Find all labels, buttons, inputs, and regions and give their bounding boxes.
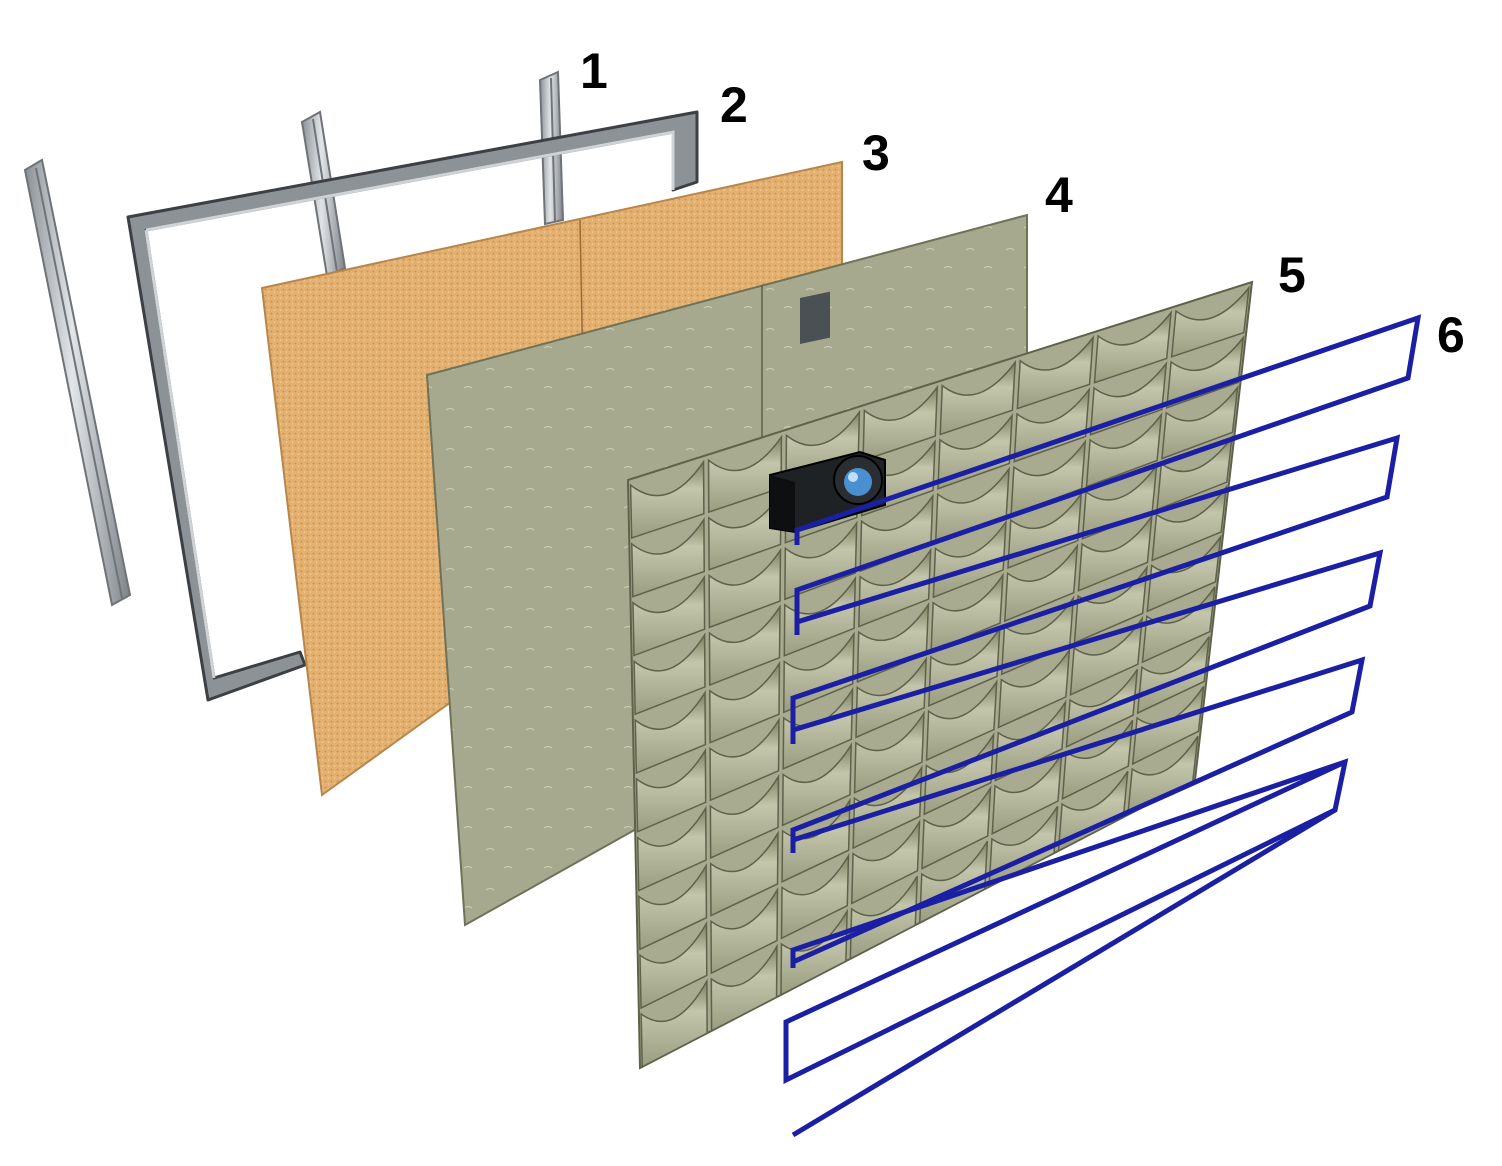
pocket-cell	[853, 710, 925, 794]
pocket-cell	[709, 830, 779, 917]
pocket-cell	[1069, 615, 1144, 697]
pocket-cell	[1081, 462, 1158, 540]
pocket-cell	[709, 717, 780, 802]
pocket-cell	[1085, 411, 1163, 488]
pocket-cell	[634, 690, 707, 775]
pocket-cell	[631, 517, 705, 598]
pocket-cell	[1000, 595, 1075, 676]
pocket-cell	[1089, 361, 1168, 436]
layer-2-frame	[126, 110, 699, 702]
pocket-cell	[925, 678, 998, 762]
pocket-cell	[858, 547, 932, 628]
pocket-cell	[708, 604, 781, 687]
pocket-cell	[638, 863, 708, 951]
pocket-cell	[937, 413, 1014, 490]
layer-6-pipe	[783, 314, 1422, 1138]
pocket-cell	[1161, 384, 1239, 460]
pocket-cell	[1093, 310, 1173, 384]
pocket-cell	[856, 601, 930, 684]
pocket-cell	[710, 886, 779, 975]
pocket-cell	[709, 660, 781, 744]
pocket-cell	[784, 520, 858, 601]
pocket-cell	[636, 805, 707, 892]
pipe-tail	[791, 807, 1337, 1138]
pocket-cell	[932, 519, 1007, 599]
label-1: 1	[580, 43, 608, 99]
pocket-cell	[635, 747, 707, 833]
pocket-cell	[934, 466, 1010, 545]
pocket-cell	[997, 647, 1071, 729]
pocket-cell	[707, 434, 783, 514]
pocket-cell	[1151, 484, 1228, 562]
pocket-cell	[640, 978, 708, 1069]
pocket-cell	[780, 852, 850, 940]
pocket-cell	[1073, 564, 1148, 644]
pocket-cell	[710, 943, 778, 1033]
pocket-cell	[709, 773, 780, 860]
pocket-cell	[862, 384, 939, 462]
pocket-cell	[633, 632, 706, 716]
rail-left	[23, 158, 132, 607]
label-2: 2	[720, 77, 748, 133]
pocket-cell	[708, 547, 782, 629]
label-3: 3	[862, 125, 890, 181]
pocket-cell	[1156, 434, 1233, 511]
layer-labels: 1 2 3 4 5 6	[580, 43, 1465, 363]
pocket-cell	[1013, 387, 1091, 463]
pocket-cell	[928, 625, 1001, 707]
pocket-cell	[629, 459, 705, 540]
pipe-loop-2	[790, 434, 1401, 744]
label-6: 6	[1437, 307, 1465, 363]
label-5: 5	[1278, 247, 1306, 303]
pocket-cell	[1003, 543, 1079, 623]
pocket-cell	[930, 572, 1004, 653]
pocket-cell	[639, 920, 708, 1010]
pocket-cell	[1136, 636, 1210, 715]
pocket-cell	[1061, 719, 1134, 801]
pocket-cell	[1170, 285, 1250, 358]
pocket-cell	[1010, 439, 1087, 516]
pocket-cell	[781, 742, 853, 827]
pocket-cell	[991, 753, 1063, 835]
pipe-loop-3	[790, 549, 1384, 853]
pocket-cell	[632, 574, 706, 657]
pocket-cell	[859, 493, 934, 573]
pocket-cell	[921, 785, 992, 870]
pocket-cell	[1126, 735, 1199, 817]
pocket-cell	[939, 359, 1017, 436]
pipe-loop-1	[794, 314, 1422, 635]
label-4: 4	[1045, 167, 1073, 223]
pocket-cell	[1016, 335, 1095, 410]
pocket-cell	[1057, 770, 1129, 853]
pocket-cell	[1165, 335, 1245, 409]
pocket-cell	[1077, 513, 1153, 592]
pocket-cell	[850, 819, 921, 905]
